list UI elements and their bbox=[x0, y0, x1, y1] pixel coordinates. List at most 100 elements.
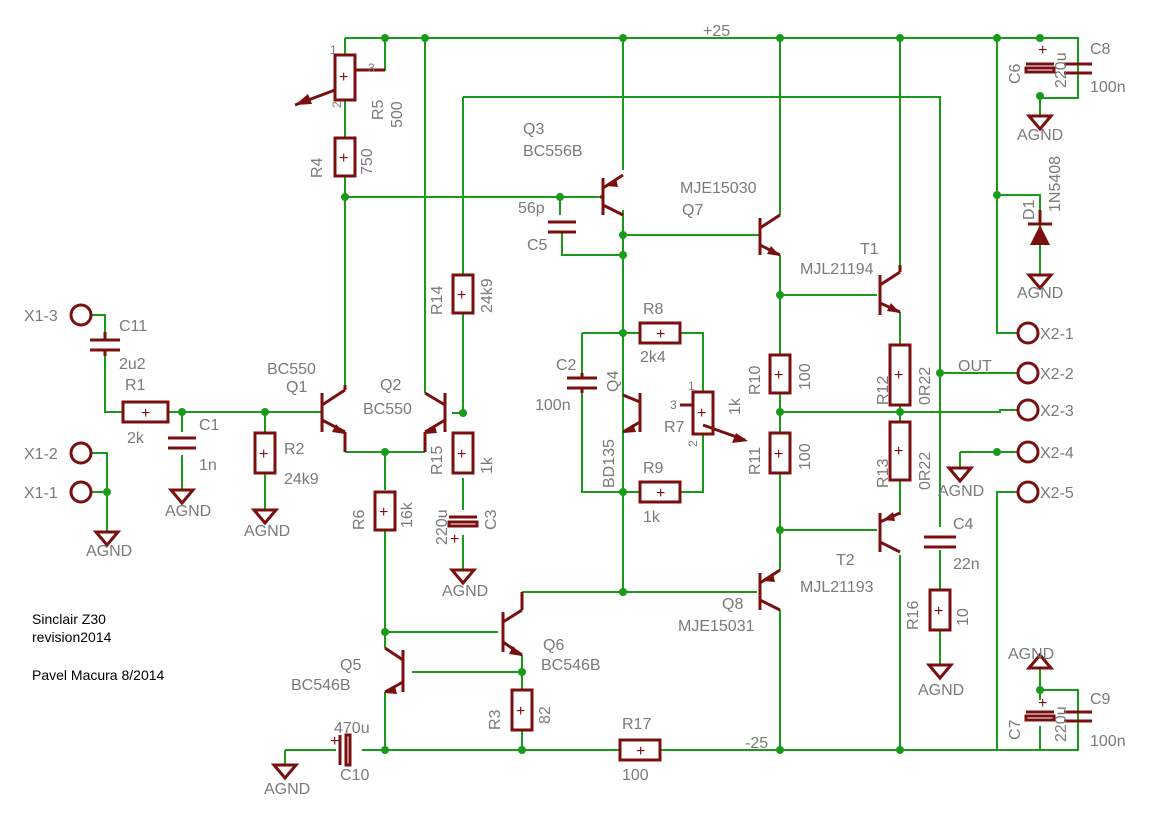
label-c11-name: C11 bbox=[119, 318, 147, 335]
resistor-r16: + bbox=[928, 588, 952, 632]
label-c6-value: 220u bbox=[1053, 52, 1070, 88]
label-c3-value: 220u bbox=[434, 509, 451, 545]
label-c2-name: C2 bbox=[556, 357, 577, 374]
transistor-t2 bbox=[878, 511, 901, 554]
potentiometer-r5: + bbox=[294, 53, 385, 107]
label-r12-name: R12 bbox=[875, 376, 892, 405]
capacitor-c1 bbox=[168, 436, 196, 450]
capacitor-c4 bbox=[924, 535, 956, 549]
svg-text:+: + bbox=[330, 733, 339, 750]
resistor-r17: + bbox=[618, 738, 662, 762]
svg-text:+: + bbox=[516, 703, 525, 720]
label-agnd-1: AGND bbox=[86, 543, 132, 560]
label-r5-pin3: 3 bbox=[368, 61, 375, 75]
label-r6-name: R6 bbox=[351, 509, 368, 530]
label-q6-value: BC546B bbox=[541, 657, 601, 674]
potentiometer-r7: + bbox=[680, 390, 748, 443]
label-agnd-7: AGND bbox=[938, 483, 984, 500]
label-c5-name: C5 bbox=[527, 237, 548, 254]
svg-text:+: + bbox=[450, 531, 459, 548]
label-x23: X2-3 bbox=[1040, 403, 1074, 420]
label-r10-name: R10 bbox=[747, 366, 764, 395]
label-r2-value: 24k9 bbox=[284, 471, 319, 488]
capacitor-c6: + bbox=[1024, 42, 1056, 74]
label-r7-name: R7 bbox=[664, 419, 685, 436]
ground-symbols bbox=[92, 114, 1055, 781]
label-agnd-6: AGND bbox=[918, 682, 964, 699]
label-r3-value: 82 bbox=[537, 706, 554, 724]
capacitor-c7: + bbox=[1024, 695, 1056, 722]
resistor-r8: + bbox=[638, 321, 682, 345]
note-title: Sinclair Z30 bbox=[32, 611, 106, 627]
label-agnd-4: AGND bbox=[442, 583, 488, 600]
svg-text:+: + bbox=[656, 485, 665, 502]
label-q5-name: Q5 bbox=[340, 657, 361, 674]
label-x24: X2-4 bbox=[1040, 445, 1074, 462]
pad-x23 bbox=[1016, 398, 1040, 422]
pad-x13 bbox=[69, 303, 93, 327]
label-x11: X1-1 bbox=[24, 485, 58, 502]
label-r5-pin2: 2 bbox=[330, 101, 344, 108]
label-c4-value: 22n bbox=[953, 556, 980, 573]
resistor-r13: + bbox=[888, 420, 912, 482]
svg-text:+: + bbox=[1038, 42, 1047, 59]
svg-text:+: + bbox=[894, 367, 903, 384]
label-agnd-8: AGND bbox=[1017, 127, 1063, 144]
label-agnd-5: AGND bbox=[264, 781, 310, 798]
transistor-q7 bbox=[758, 213, 781, 257]
label-r17-name: R17 bbox=[622, 716, 651, 733]
label-r12-value: 0R22 bbox=[917, 367, 934, 405]
svg-text:+: + bbox=[894, 443, 903, 460]
label-c2-value: 100n bbox=[535, 397, 571, 414]
transistor-q5 bbox=[384, 646, 405, 694]
label-r7-pin1: 1 bbox=[688, 379, 695, 393]
svg-text:+: + bbox=[141, 405, 150, 422]
label-q2-value: BC550 bbox=[363, 401, 412, 418]
capacitor-c2 bbox=[567, 373, 597, 393]
resistor-r12: + bbox=[888, 343, 912, 407]
label-c7-value: 220u bbox=[1053, 706, 1070, 742]
label-vneg: -25 bbox=[745, 735, 768, 752]
resistor-r4: + bbox=[333, 136, 357, 178]
resistor-r2: + bbox=[253, 431, 277, 475]
label-d1-value: 1N5408 bbox=[1047, 156, 1064, 212]
label-r15-name: R15 bbox=[429, 446, 446, 475]
label-r11-name: R11 bbox=[747, 447, 764, 475]
pad-x24 bbox=[1016, 440, 1040, 464]
label-c5-value: 56p bbox=[518, 200, 545, 217]
label-r14-value: 24k9 bbox=[479, 278, 496, 313]
label-c10-value: 470u bbox=[334, 720, 370, 737]
label-q5-value: BC546B bbox=[291, 677, 351, 694]
resistor-r1: + bbox=[121, 400, 170, 424]
transistors bbox=[320, 173, 902, 694]
capacitor-c9 bbox=[1064, 710, 1092, 723]
svg-text:+: + bbox=[379, 504, 388, 521]
resistor-r3: + bbox=[510, 688, 534, 732]
capacitor-c5 bbox=[548, 220, 576, 234]
label-r3-name: R3 bbox=[487, 709, 504, 730]
resistor-r6: + bbox=[373, 490, 397, 532]
note-author: Pavel Macura 8/2014 bbox=[32, 667, 165, 683]
label-q7-name: Q7 bbox=[682, 202, 703, 219]
label-q6-name: Q6 bbox=[543, 637, 564, 654]
capacitor-c10: + bbox=[330, 733, 352, 767]
label-x22: X2-2 bbox=[1040, 366, 1074, 383]
label-r17-value: 100 bbox=[622, 767, 649, 784]
label-r4-name: R4 bbox=[309, 157, 326, 178]
junction-dots bbox=[103, 34, 1044, 754]
label-r14-name: R14 bbox=[429, 286, 446, 315]
label-agnd-9: AGND bbox=[1017, 285, 1063, 302]
label-q3-value: BC556B bbox=[523, 143, 583, 160]
transistor-q3 bbox=[600, 173, 624, 217]
label-c1-name: C1 bbox=[199, 417, 220, 434]
connector-pads bbox=[69, 303, 1040, 504]
pad-x12 bbox=[69, 441, 93, 465]
label-r13-value: 0R22 bbox=[917, 452, 934, 490]
label-c8-name: C8 bbox=[1090, 41, 1111, 58]
label-c1-value: 1n bbox=[199, 457, 217, 474]
capacitor-c11 bbox=[90, 332, 120, 356]
capacitor-c8 bbox=[1064, 62, 1092, 75]
pad-x11 bbox=[69, 480, 93, 504]
label-r16-name: R16 bbox=[905, 601, 922, 630]
